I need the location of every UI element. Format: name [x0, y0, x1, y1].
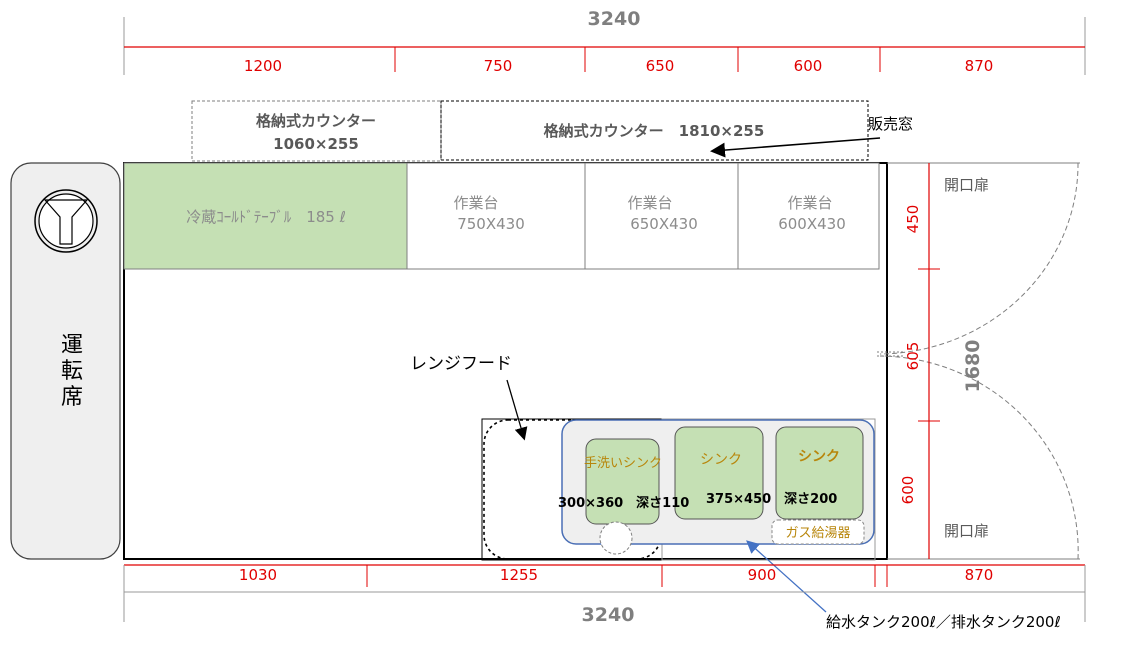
right-seg-1: 450: [904, 205, 922, 234]
door-area: 開口扉 開口扉: [877, 162, 1080, 560]
gas-heater: ガス給湯器: [771, 519, 865, 545]
bottom-seg-2: 1255: [500, 566, 538, 584]
door-label-top: 開口扉: [944, 176, 989, 194]
counter-left-size: 1060×255: [273, 135, 359, 153]
worktable-2-size: 650X430: [630, 215, 698, 233]
gas-heater-label: ガス給湯器: [785, 526, 850, 541]
tank-callout: 給水タンク200ℓ／排水タンク200ℓ: [746, 540, 1061, 631]
bottom-segment-dimensions: 1030 1255 900 870: [123, 564, 1086, 622]
top-seg-2: 750: [484, 57, 513, 75]
top-total-label: 3240: [588, 8, 641, 30]
top-total-dimension: 3240: [123, 8, 1086, 75]
worktable-1: 作業台 750X430: [406, 162, 586, 270]
hand-sink-spec: 300×360 深さ110: [558, 495, 689, 511]
right-total: 1680: [962, 340, 984, 393]
right-seg-3: 600: [899, 476, 917, 505]
sales-window-label: 販売窓: [868, 115, 913, 133]
driver-seat-char-2: 転: [61, 359, 83, 384]
sink-spec: 375×450 深さ200: [706, 491, 837, 507]
tank-label: 給水タンク200ℓ／排水タンク200ℓ: [826, 613, 1061, 631]
steering-wheel-icon: [34, 189, 98, 253]
range-hood-label: レンジフード: [410, 354, 512, 374]
worktable-3-name: 作業台: [787, 194, 832, 212]
bottom-seg-3: 900: [748, 566, 777, 584]
driver-seat-char-3: 席: [61, 385, 83, 410]
sales-window: 販売窓: [710, 115, 913, 158]
sink-unit: 手洗いシンク 300×360 深さ110 シンク シンク 375×450 深さ2…: [558, 418, 876, 561]
top-seg-4: 600: [794, 57, 823, 75]
counter-left-name: 格納式カウンター: [256, 112, 376, 130]
driver-seat: 運 転 席: [10, 162, 121, 560]
worktable-1-size: 750X430: [457, 215, 525, 233]
driver-seat-char-1: 運: [61, 333, 83, 358]
top-seg-5: 870: [965, 57, 994, 75]
bottom-total-dimension: 3240: [124, 591, 1085, 626]
bottom-seg-4: 870: [965, 566, 994, 584]
top-seg-3: 650: [646, 57, 675, 75]
fridge-label: 冷蔵ｺｰﾙﾄﾞﾃｰﾌﾞﾙ 185 ℓ: [186, 208, 346, 226]
counter-right: 格納式カウンター 1810×255: [440, 100, 869, 161]
worktable-1-name: 作業台: [453, 194, 498, 212]
counter-right-label: 格納式カウンター 1810×255: [544, 122, 765, 140]
door-label-bottom: 開口扉: [944, 522, 989, 540]
worktable-2-name: 作業台: [627, 194, 672, 212]
top-seg-1: 1200: [244, 57, 282, 75]
right-seg-2: 605: [904, 342, 922, 371]
worktable-3: 作業台 600X430: [737, 162, 880, 270]
worktable-3-size: 600X430: [778, 215, 846, 233]
right-dimensions: 450 605 600 1680: [899, 163, 984, 559]
sink-1-label: シンク: [700, 452, 742, 468]
bottom-total-label: 3240: [582, 604, 635, 626]
drain-icon: [599, 521, 633, 555]
sink-2-label: シンク: [798, 449, 840, 465]
top-segment-dimensions: 1200 750 650 600 870: [124, 46, 1085, 75]
fridge-table: 冷蔵ｺｰﾙﾄﾞﾃｰﾌﾞﾙ 185 ℓ: [123, 162, 408, 270]
hand-sink-label: 手洗いシンク: [584, 456, 662, 471]
bottom-seg-1: 1030: [239, 566, 277, 584]
counter-left: 格納式カウンター 1060×255: [191, 100, 442, 162]
worktable-2: 作業台 650X430: [584, 162, 739, 270]
